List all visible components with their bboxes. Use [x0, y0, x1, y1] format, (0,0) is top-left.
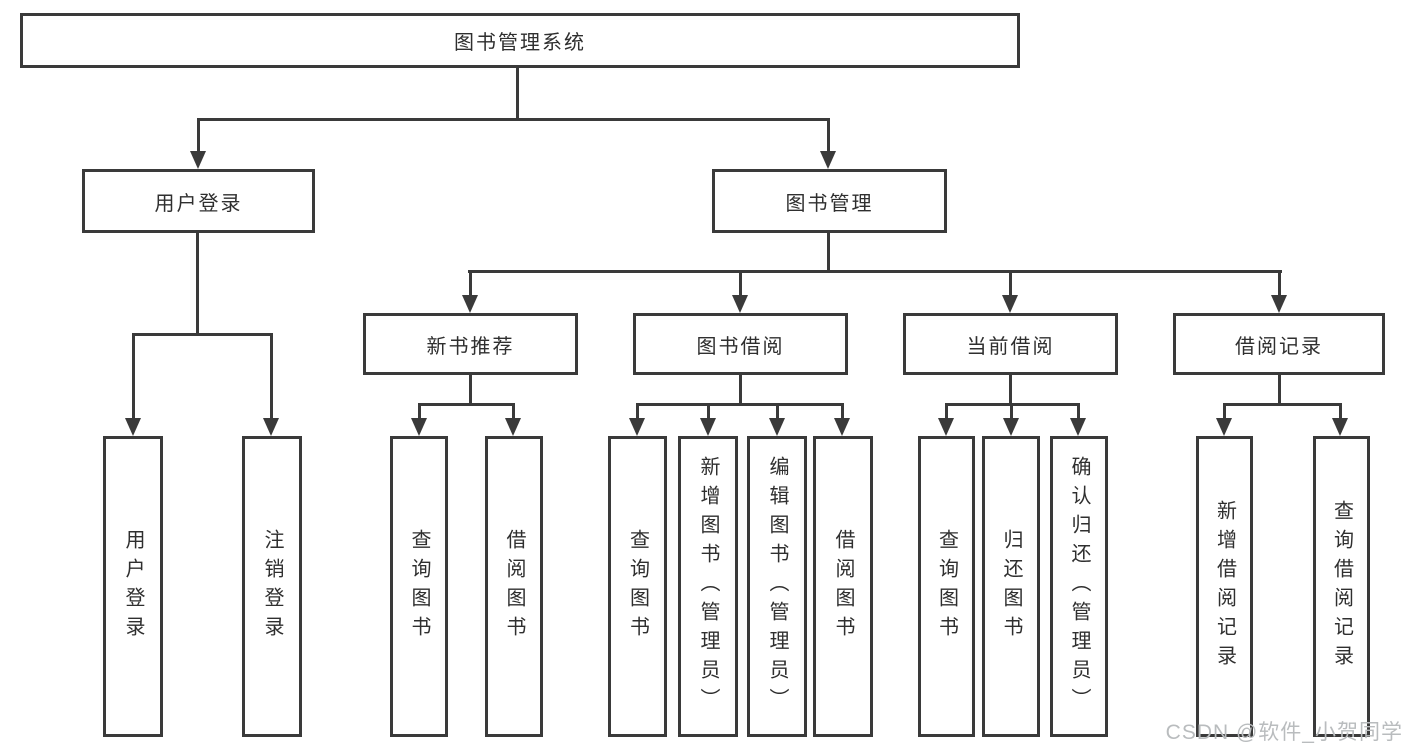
leaf-user-login: 用户登录 — [103, 436, 163, 737]
connector-userlogin-hbar — [132, 333, 273, 336]
leaf-edit-book-admin-label: 编辑图书（管理员） — [766, 456, 788, 717]
connector-borrow-stem — [739, 375, 742, 405]
connector-root-stem — [516, 68, 519, 120]
connector-records-hbar — [1223, 403, 1342, 406]
arrowhead-down-icon — [411, 418, 427, 436]
leaf-logout-label: 注销登录 — [261, 528, 283, 645]
leaf-query-borrow-record: 查询借阅记录 — [1313, 436, 1370, 737]
node-current-borrow-label: 当前借阅 — [966, 335, 1055, 358]
connector-bookmgmt-hbar — [468, 270, 1282, 273]
leaf-add-borrow-record: 新增借阅记录 — [1196, 436, 1253, 737]
leaf-user-login-label: 用户登录 — [122, 528, 144, 645]
connector-current-drop-2 — [1010, 403, 1013, 418]
connector-userlogin-stem — [196, 233, 199, 335]
connector-borrow-drop-2 — [707, 403, 710, 418]
node-current-borrow: 当前借阅 — [903, 313, 1118, 375]
arrowhead-down-icon — [1003, 418, 1019, 436]
connector-userlogin-drop-2 — [270, 333, 273, 418]
connector-bookmgmt-stem — [827, 233, 830, 272]
connector-userlogin-drop-1 — [132, 333, 135, 418]
leaf-confirm-return-admin-label: 确认归还（管理员） — [1068, 456, 1090, 717]
arrowhead-down-icon — [263, 418, 279, 436]
connector-root-left-drop — [197, 118, 200, 151]
arrowhead-down-icon — [1271, 295, 1287, 313]
connector-recommend-drop-1 — [418, 403, 421, 418]
node-book-management-label: 图书管理 — [785, 192, 874, 215]
connector-borrow-drop-1 — [636, 403, 639, 418]
arrowhead-down-icon — [1002, 295, 1018, 313]
connector-recommend-stem — [469, 375, 472, 405]
arrowhead-down-icon — [462, 295, 478, 313]
connector-bookmgmt-drop-2 — [739, 270, 742, 295]
connector-root-right-drop — [827, 118, 830, 151]
node-book-borrow: 图书借阅 — [633, 313, 848, 375]
leaf-query-books-recommend: 查询图书 — [390, 436, 448, 737]
connector-records-drop-2 — [1339, 403, 1342, 418]
connector-records-stem — [1278, 375, 1281, 405]
arrowhead-down-icon — [820, 151, 836, 169]
arrowhead-down-icon — [769, 418, 785, 436]
leaf-borrow-books-recommend-label: 借阅图书 — [503, 528, 525, 645]
node-borrow-records-label: 借阅记录 — [1235, 335, 1323, 358]
arrowhead-down-icon — [505, 418, 521, 436]
connector-recommend-drop-2 — [512, 403, 515, 418]
node-book-management: 图书管理 — [712, 169, 947, 233]
arrowhead-down-icon — [1216, 418, 1232, 436]
connector-borrow-hbar — [636, 403, 844, 406]
leaf-return-book: 归还图书 — [982, 436, 1040, 737]
node-borrow-records: 借阅记录 — [1173, 313, 1385, 375]
connector-root-hbar — [197, 118, 830, 121]
arrowhead-down-icon — [700, 418, 716, 436]
connector-bookmgmt-drop-3 — [1009, 270, 1012, 295]
csdn-watermark: CSDN @软件_小贺同学 — [1165, 721, 1403, 744]
node-user-login: 用户登录 — [82, 169, 315, 233]
leaf-borrow-books-borrow-label: 借阅图书 — [832, 528, 854, 645]
leaf-return-book-label: 归还图书 — [1000, 528, 1022, 645]
arrowhead-down-icon — [732, 295, 748, 313]
connector-current-stem — [1009, 375, 1012, 405]
connector-current-drop-3 — [1077, 403, 1080, 418]
leaf-borrow-books-borrow: 借阅图书 — [813, 436, 873, 737]
node-root-label: 图书管理系统 — [454, 32, 586, 54]
leaf-confirm-return-admin: 确认归还（管理员） — [1050, 436, 1108, 737]
arrowhead-down-icon — [1070, 418, 1086, 436]
leaf-logout: 注销登录 — [242, 436, 302, 737]
connector-borrow-drop-4 — [841, 403, 844, 418]
arrowhead-down-icon — [1332, 418, 1348, 436]
leaf-query-books-current: 查询图书 — [918, 436, 975, 737]
leaf-add-borrow-record-label: 新增借阅记录 — [1213, 499, 1236, 674]
leaf-add-book-admin: 新增图书（管理员） — [678, 436, 738, 737]
node-book-borrow-label: 图书借阅 — [696, 335, 785, 358]
leaf-query-books-borrow: 查询图书 — [608, 436, 667, 737]
connector-borrow-drop-3 — [776, 403, 779, 418]
arrowhead-down-icon — [834, 418, 850, 436]
leaf-query-books-borrow-label: 查询图书 — [626, 528, 649, 645]
leaf-query-borrow-record-label: 查询借阅记录 — [1330, 499, 1353, 674]
connector-recommend-hbar — [418, 403, 515, 406]
arrowhead-down-icon — [190, 151, 206, 169]
leaf-query-books-recommend-label: 查询图书 — [408, 528, 430, 645]
connector-bookmgmt-drop-1 — [469, 270, 472, 295]
leaf-borrow-books-recommend: 借阅图书 — [485, 436, 543, 737]
leaf-query-books-current-label: 查询图书 — [935, 528, 958, 645]
arrowhead-down-icon — [938, 418, 954, 436]
connector-records-drop-1 — [1223, 403, 1226, 418]
connector-current-drop-1 — [945, 403, 948, 418]
node-root: 图书管理系统 — [20, 13, 1020, 68]
node-new-book-recommend: 新书推荐 — [363, 313, 578, 375]
arrowhead-down-icon — [629, 418, 645, 436]
leaf-add-book-admin-label: 新增图书（管理员） — [697, 456, 719, 717]
node-user-login-label: 用户登录 — [154, 192, 243, 215]
leaf-edit-book-admin: 编辑图书（管理员） — [747, 436, 807, 737]
arrowhead-down-icon — [125, 418, 141, 436]
node-new-book-recommend-label: 新书推荐 — [426, 335, 515, 358]
connector-bookmgmt-drop-4 — [1278, 270, 1281, 295]
